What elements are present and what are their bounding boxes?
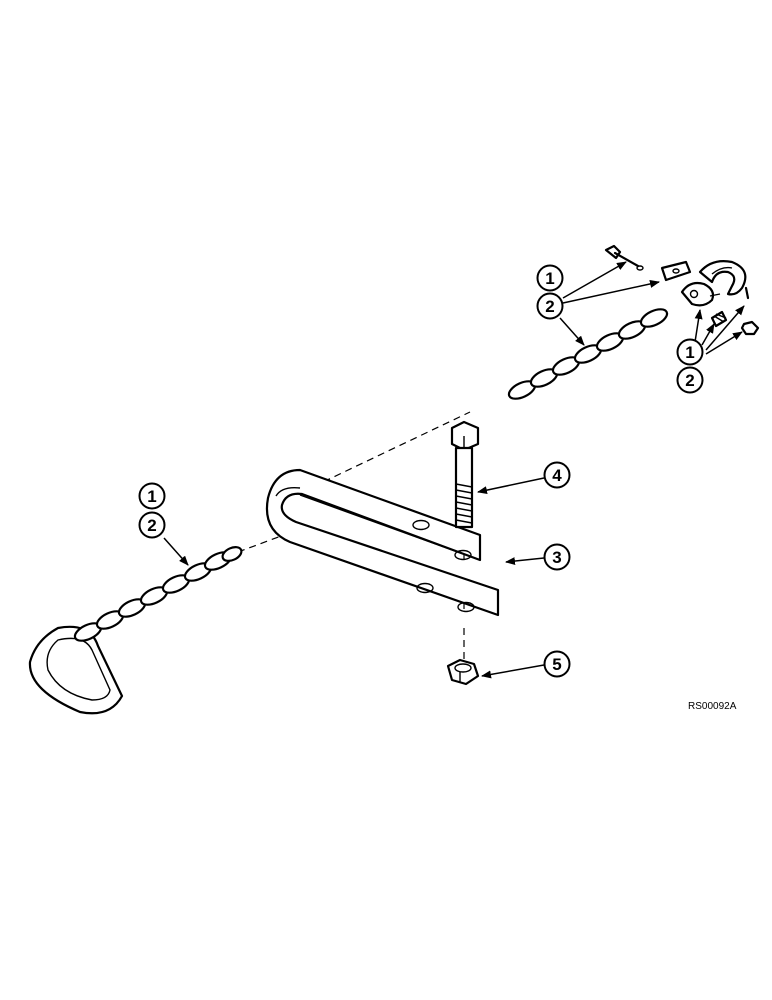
svg-text:1: 1 xyxy=(545,269,554,288)
svg-text:2: 2 xyxy=(685,371,694,390)
bracket xyxy=(265,468,500,617)
nut xyxy=(446,658,480,686)
bolt xyxy=(450,420,480,529)
svg-text:1: 1 xyxy=(685,343,694,362)
callout-1-top: 1 xyxy=(536,264,564,292)
svg-text:3: 3 xyxy=(552,548,561,567)
callout-5: 5 xyxy=(543,650,571,678)
svg-text:1: 1 xyxy=(147,487,156,506)
callout-2-left: 2 xyxy=(138,511,166,539)
figure-code: RS00092A xyxy=(688,701,737,712)
callout-2-top: 2 xyxy=(536,292,564,320)
svg-text:5: 5 xyxy=(552,655,561,674)
svg-text:4: 4 xyxy=(552,466,562,485)
chain-right xyxy=(507,308,669,400)
svg-text:2: 2 xyxy=(545,297,554,316)
callout-2-right: 2 xyxy=(676,366,704,394)
svg-text:2: 2 xyxy=(147,516,156,535)
callout-3: 3 xyxy=(543,543,571,571)
leader-lines xyxy=(163,261,745,679)
callout-1-left: 1 xyxy=(138,482,166,510)
callout-1-right: 1 xyxy=(676,338,704,366)
callout-4: 4 xyxy=(543,461,571,489)
hook-hardware xyxy=(604,244,760,336)
chain-left xyxy=(28,546,243,715)
